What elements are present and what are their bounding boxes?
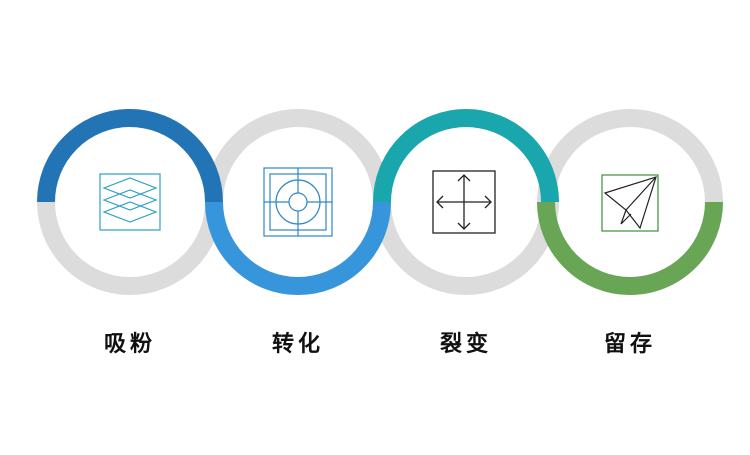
arc-step-4 [537, 201, 723, 295]
arc-step-2 [205, 201, 391, 295]
layers-icon [99, 173, 161, 231]
target-icon [263, 167, 333, 237]
step-label-3: 裂变 [439, 332, 492, 357]
expand-arrows-icon [432, 170, 496, 234]
arc-step-3 [373, 109, 559, 203]
step-label-2: 转化 [271, 332, 324, 357]
step-label-1: 吸粉 [103, 332, 156, 357]
ring-highlights [37, 109, 723, 295]
paper-plane-icon [601, 174, 659, 232]
arc-step-1 [37, 109, 223, 203]
step-label-4: 留存 [603, 332, 656, 357]
